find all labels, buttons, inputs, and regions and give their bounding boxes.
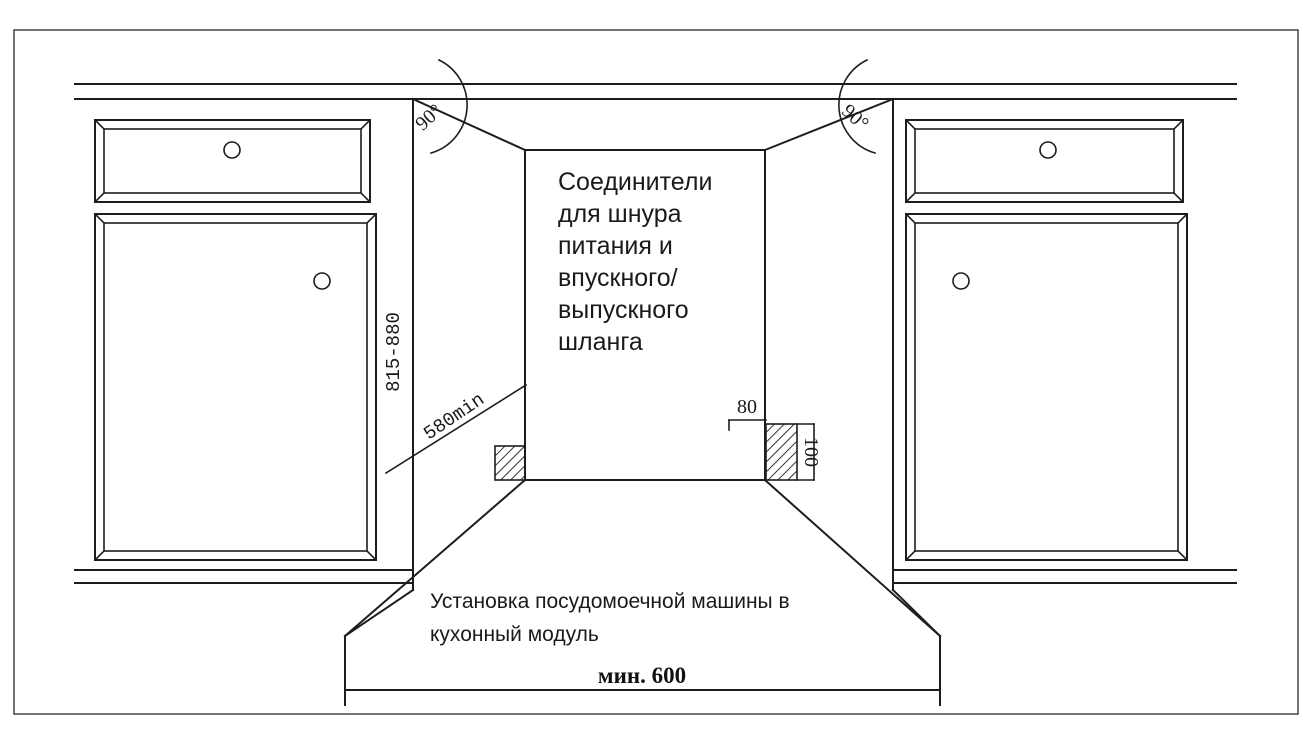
countertop [74, 83, 1237, 100]
right-drawer-inner [914, 128, 1175, 194]
mitre [1176, 212, 1189, 225]
diagram-border [13, 29, 1299, 715]
angle-arc-right [838, 58, 876, 154]
mitre [93, 191, 106, 204]
depth-dim-line [384, 383, 528, 475]
angle-label-left: 90° [411, 100, 447, 135]
left-drawer-outer [94, 119, 371, 203]
connectors-line-6: шланга [558, 328, 643, 356]
mitre [93, 118, 106, 131]
left-cabinet-drawer [93, 118, 372, 204]
left-drawer-inner [103, 128, 362, 194]
hatch-block-left [494, 445, 526, 481]
mitre [365, 549, 378, 562]
perspective-top-right [763, 97, 895, 152]
perspective-floor-left [343, 478, 527, 638]
left-door-outer [94, 213, 377, 561]
angle-label-right: 90° [837, 100, 873, 135]
mitre [1172, 118, 1185, 131]
right-drawer-knob [1039, 141, 1057, 159]
mitre [93, 212, 106, 225]
angle-arc-left [430, 58, 468, 154]
niche [343, 97, 942, 638]
mitre [1172, 191, 1185, 204]
mitre [359, 191, 372, 204]
left-cabinet-door [93, 212, 378, 562]
dim100-label: 100 [800, 437, 822, 467]
perspective-top-left [411, 97, 527, 152]
right-cabinet-door [904, 212, 1189, 562]
connectors-line-1: Соединители [558, 168, 712, 196]
mitre [365, 212, 378, 225]
connectors-line-4: впускного/ [558, 264, 678, 292]
mitre [359, 118, 372, 131]
connectors-line-3: питания и [558, 232, 673, 260]
caption-line-1: Установка посудомоечной машины в [430, 590, 790, 613]
right-door-inner [914, 222, 1179, 552]
width-min-label: мин. 600 [598, 663, 686, 688]
mitre [904, 212, 917, 225]
height-range-label: 815-880 [383, 312, 405, 392]
right-door-knob [952, 272, 970, 290]
depth-min-label: 580min [420, 389, 489, 445]
connectors-line-2: для шнура [558, 200, 682, 228]
mitre [904, 191, 917, 204]
perspective-wall-right [891, 588, 942, 638]
right-cabinet-drawer [904, 118, 1185, 204]
mitre [1176, 549, 1189, 562]
caption-line-2: кухонный модуль [430, 623, 599, 646]
perspective-floor-right [763, 478, 942, 638]
mitre [904, 118, 917, 131]
hatch-block-right [765, 423, 798, 481]
mitre [904, 549, 917, 562]
caption: Установка посудомоечной машины в кухонны… [430, 590, 790, 646]
mitre [93, 549, 106, 562]
right-door-outer [905, 213, 1188, 561]
perspective-wall-left [343, 588, 415, 638]
right-drawer-outer [905, 119, 1184, 203]
left-drawer-knob [223, 141, 241, 159]
left-door-knob [313, 272, 331, 290]
plinth [74, 569, 1237, 584]
left-door-inner [103, 222, 368, 552]
connectors-note: Соединители для шнура питания и впускног… [558, 168, 712, 356]
width-dimension: мин. 600 [344, 635, 941, 706]
dim80-label: 80 [737, 396, 757, 418]
connectors-line-5: выпускного [558, 296, 689, 324]
